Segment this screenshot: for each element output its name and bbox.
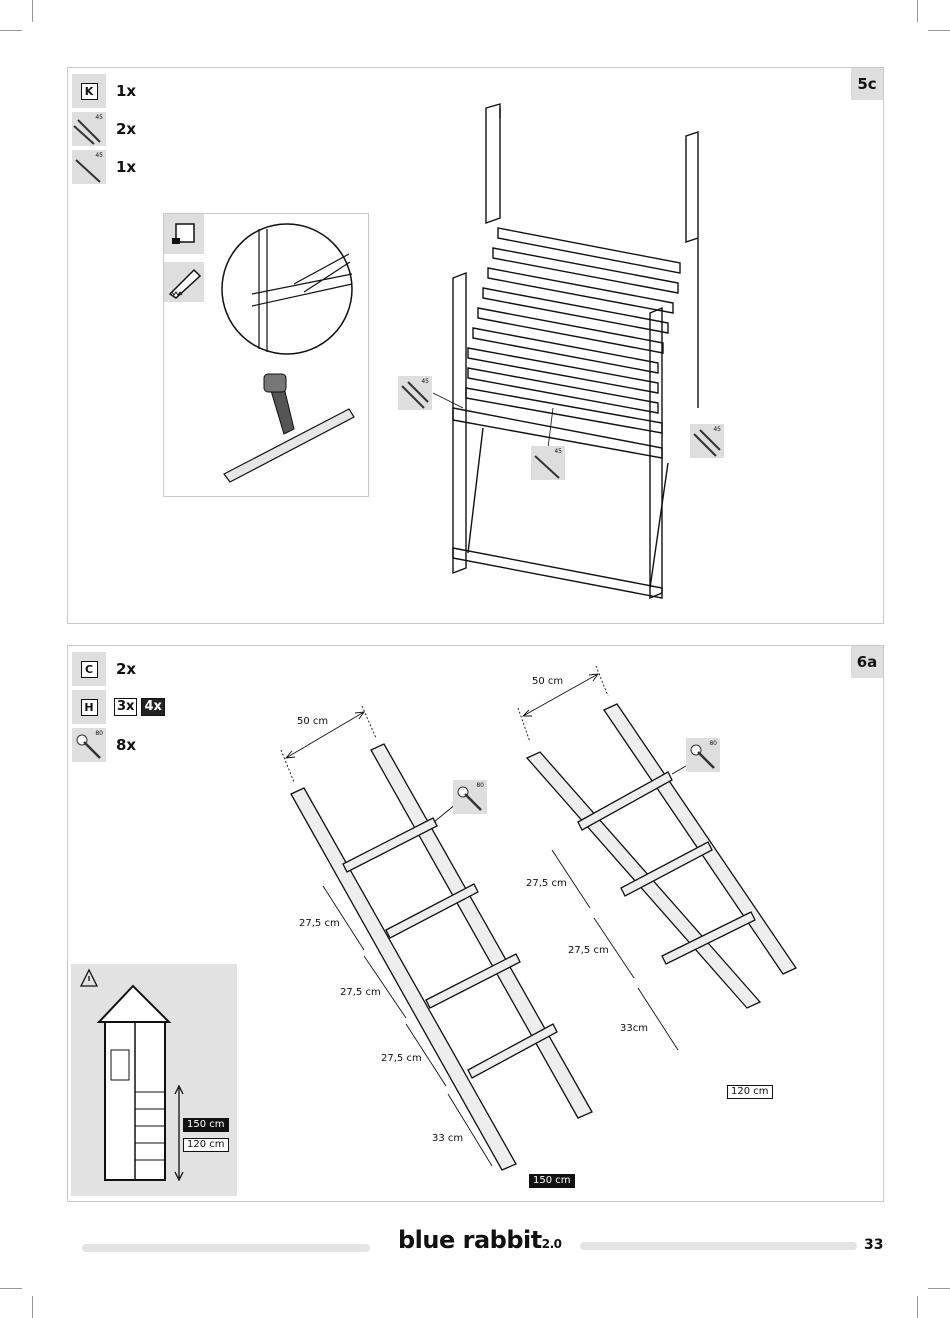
ladders-drawing (280, 665, 797, 1171)
left-spacing-4: 33 cm (432, 1133, 464, 1144)
cutting-detail-box (163, 213, 369, 497)
screw-callout-icon: 45 (690, 424, 724, 458)
cut-detail-drawing (221, 223, 355, 483)
part-h-icon: H (72, 690, 106, 724)
bolt-icon: 80 (72, 728, 106, 762)
playhouse-height-drawing (79, 968, 184, 1182)
part-quantity: 1x (116, 82, 137, 100)
step-panel-5c: 5c K 1x 45 2x 45 1x (67, 67, 884, 624)
part-quantity: 8x (116, 736, 137, 754)
part-row-screw-45: 45 2x (72, 112, 136, 146)
crop-mark (32, 1296, 33, 1318)
left-spacing-2: 27,5 cm (340, 987, 381, 998)
page-number: 33 (864, 1237, 884, 1253)
double-screw-icon: 45 (72, 112, 106, 146)
footer-bar-right (580, 1242, 857, 1250)
right-ladder-height-label: 120 cm (727, 1085, 773, 1099)
left-spacing-1: 27,5 cm (299, 918, 340, 929)
crop-mark (32, 0, 33, 22)
warning-icon (79, 968, 99, 987)
left-ladder-height-label: 150 cm (529, 1174, 575, 1188)
screw-icon: 45 (72, 150, 106, 184)
part-quantity: 2x (116, 660, 137, 678)
brand-logo: blue rabbit2.0 (398, 1226, 562, 1254)
part-quantity-outline: 3x (114, 698, 138, 716)
part-c-icon: C (72, 652, 106, 686)
height-label-150: 150 cm (183, 1118, 229, 1132)
part-row-screw-45: 45 1x (72, 150, 136, 184)
step-number: 5c (851, 68, 883, 100)
bolt-callout-icon: 80 (686, 738, 720, 772)
left-spacing-3: 27,5 cm (381, 1053, 422, 1064)
screw-callout-icon: 45 (531, 446, 565, 480)
crop-mark (917, 0, 918, 22)
right-spacing-1: 27,5 cm (526, 878, 567, 889)
frame-assembly-drawing (432, 103, 709, 600)
part-quantity: 2x (116, 120, 137, 138)
part-row-k: K 1x (72, 74, 136, 108)
part-row-c: C 2x (72, 652, 136, 686)
part-k-icon: K (72, 74, 106, 108)
set-square-icon (164, 214, 204, 254)
warning-box: 150 cm 120 cm (71, 964, 237, 1196)
part-quantity-filled: 4x (141, 698, 165, 716)
crop-mark (928, 1288, 950, 1289)
part-row-bolt-80: 80 8x (72, 728, 136, 762)
right-width-dimension: 50 cm (532, 676, 564, 687)
crop-mark (928, 30, 950, 31)
step-number: 6a (851, 646, 883, 678)
step-panel-6a: 6a C 2x H 3x 4x 80 8x (67, 645, 884, 1202)
bolt-callout-icon: 80 (453, 780, 487, 814)
footer-bar-left (82, 1244, 370, 1252)
left-width-dimension: 50 cm (297, 716, 329, 727)
crop-mark (0, 30, 22, 31)
right-spacing-3: 33cm (620, 1023, 648, 1034)
crop-mark (917, 1296, 918, 1318)
part-quantity: 1x (116, 158, 137, 176)
right-spacing-2: 27,5 cm (568, 945, 609, 956)
screw-callout-icon: 45 (398, 376, 432, 410)
height-label-120: 120 cm (183, 1138, 229, 1152)
saw-icon (164, 262, 204, 302)
part-row-h: H 3x 4x (72, 690, 165, 724)
crop-mark (0, 1288, 22, 1289)
